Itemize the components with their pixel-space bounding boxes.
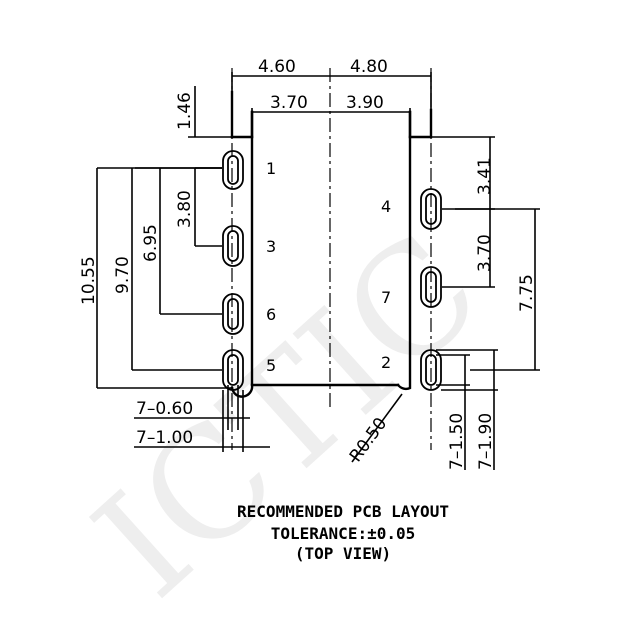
dim-right-7-75: 7.75 (455, 208, 540, 371)
dim-top-left: 4.60 (258, 57, 296, 77)
pin-label-5: 5 (266, 356, 276, 375)
dim-3-70: 3.70 (475, 234, 495, 272)
dim-left-9-70: 9.70 (113, 168, 222, 371)
left-pads (222, 150, 244, 391)
dim-10-55: 10.55 (79, 256, 99, 305)
dim-inner-left: 3.70 (270, 93, 308, 113)
dim-7-1-00: 7–1.00 (136, 428, 193, 448)
dim-7-1-50: 7–1.50 (447, 413, 467, 470)
pad-4 (420, 188, 442, 230)
dim-right-3-70: 3.70 (442, 209, 495, 288)
dim-top-outer: 4.60 4.80 (231, 57, 432, 110)
pin-label-3: 3 (266, 237, 276, 256)
pin-label-4: 4 (381, 197, 391, 216)
dim-left-6-95: 6.95 (135, 167, 222, 315)
pin-label-1: 1 (266, 159, 276, 178)
dim-7-0-60: 7–0.60 (136, 399, 193, 419)
pad-1 (222, 150, 244, 190)
pin-label-2: 2 (381, 353, 391, 372)
right-pads (420, 188, 442, 391)
caption-tolerance: TOLERANCE:±0.05 (271, 524, 416, 543)
pad-6 (222, 293, 244, 335)
dim-7-75: 7.75 (517, 274, 537, 312)
dim-6-95: 6.95 (141, 224, 161, 262)
dim-top-right: 4.80 (350, 57, 388, 77)
dim-right-pad: 7–1.50 7–1.90 (436, 349, 498, 470)
dim-7-1-90: 7–1.90 (476, 413, 496, 470)
dim-inner-right: 3.90 (346, 93, 384, 113)
dim-3-80: 3.80 (175, 190, 195, 228)
dim-1-46: 1.46 (175, 92, 195, 130)
caption-view: (TOP VIEW) (295, 544, 391, 563)
dim-bottom-pad: 7–0.60 7–1.00 (134, 385, 270, 452)
pad-7 (420, 266, 442, 308)
pad-5 (222, 349, 244, 391)
pin-label-6: 6 (266, 305, 276, 324)
pin-labels: 1 3 6 5 4 7 2 (266, 159, 391, 375)
dim-left-10-55: 10.55 (79, 167, 232, 389)
caption: RECOMMENDED PCB LAYOUT TOLERANCE:±0.05 (… (237, 502, 449, 563)
dim-3-41: 3.41 (475, 157, 495, 195)
caption-title: RECOMMENDED PCB LAYOUT (237, 502, 449, 521)
dim-left-3-80: 3.80 (175, 167, 222, 247)
pad-2 (420, 349, 442, 391)
pad-3 (222, 225, 244, 267)
dim-left-1-46: 1.46 (175, 86, 232, 138)
dim-top-inner: 3.70 3.90 (251, 93, 411, 132)
pin-label-7: 7 (381, 288, 391, 307)
dim-9-70: 9.70 (113, 256, 133, 294)
